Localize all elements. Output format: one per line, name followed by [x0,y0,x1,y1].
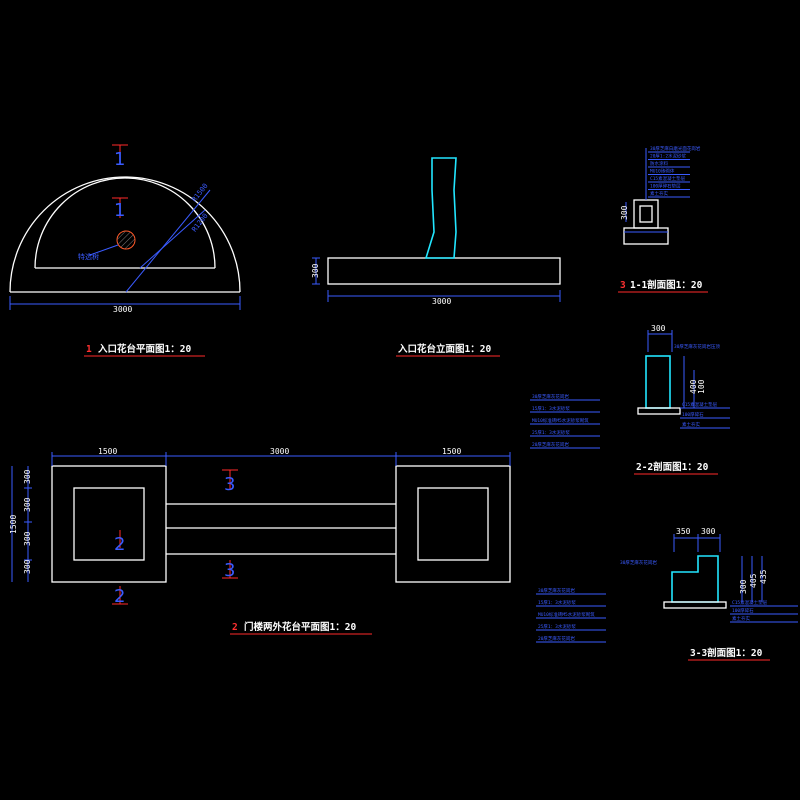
section-marker-1-mid: 1 [114,200,125,221]
section-marker-3-bottom: 3 [224,560,235,581]
section22-footing [637,407,681,415]
section22-left-note: MU10标准砖M5水泥砂浆砌筑 [532,417,589,424]
section33-drawing: 350 300 300 405 435 30厚芝麻灰花岗岩 30厚芝麻灰花岗岩 1… [536,527,798,661]
section11-dim-height: 300 [620,205,629,220]
section22-left-note: 30厚芝麻灰花岗岩 [532,393,569,400]
planter-left-inner [73,487,145,561]
plan1-dim-width: 3000 [113,305,132,314]
section-marker-1-top: 1 [114,149,125,170]
section11-note: 30厚芝麻白磨光面花岗岩 [650,145,701,152]
section22-dim-h2: 100 [697,379,706,394]
section22-top-note: 30厚芝麻灰花岗岩压顶 [674,343,720,350]
section22-right-note: 素土夯实 [682,421,700,428]
plan2-dim-right: 1500 [442,447,461,456]
plan2-dim-v4: 300 [23,559,32,574]
elevation-dim-height: 300 [311,263,320,278]
plan2-dim-v1: 300 [23,469,32,484]
planter-left-outer [51,465,167,583]
section33-footing [663,601,727,609]
planter-right-inner [417,487,489,561]
elevation-trunk [424,157,457,259]
section22-left-note: 15厚1：3水泥砂浆 [532,405,570,412]
section22-left-note: 20厚芝麻灰花岗岩 [532,441,569,448]
section22-dim-top: 300 [651,324,666,333]
section11-note: 防水涂料 [650,160,668,167]
planter-right-outer [395,465,511,583]
section33-dim-b: 300 [701,527,716,536]
section11-note: 100厚碎石垫层 [650,183,681,190]
plan1-outer-arc [9,176,241,293]
plan2-title-num: 2 [232,622,238,633]
section22-right-note: C15素混凝土垫层 [682,401,718,408]
tree-label: 特选树 [78,252,99,261]
section22-dim-h1: 400 [689,379,698,394]
elevation-drawing: 300 3000 入口花台立面图1：20 [311,157,561,357]
section-marker-2-mid: 2 [114,534,125,555]
plan2-dim-mid: 3000 [270,447,289,456]
elevation-title: 入口花台立面图1：20 [397,343,491,355]
section-marker-2-bottom: 2 [114,586,125,607]
section33-right-note: 素土夯实 [732,615,750,622]
plan1-inner-arc [34,177,216,269]
section11-note: 20厚1:2水泥砂浆 [650,153,687,160]
section33-left-note: 20厚芝麻灰花岗岩 [538,635,575,642]
section22-left-note: 25厚1：3水泥砂浆 [532,429,570,436]
section11-title: 1-1剖面图1：20 [630,279,703,291]
section33-left-note: MU10标准砖M5水泥砂浆砌筑 [538,611,595,618]
section-marker-3-top: 3 [224,474,235,495]
section22-title: 2-2剖面图1：20 [636,461,709,473]
section33-right-note: C15素混凝土垫层 [732,599,768,606]
elevation-dim-width: 3000 [432,297,451,306]
section33-dim-h2: 405 [749,573,758,588]
section33-right-note: 100厚碎石 [732,607,754,614]
plan2-drawing: 1500 3000 1500 1500 300 300 300 300 2 2 … [9,447,511,635]
plan1-title-num: 1 [86,344,92,355]
section33-left-note: 30厚芝麻灰花岗岩 [538,587,575,594]
plan2-dim-v3: 300 [23,531,32,546]
section11-note: C15素混凝土垫层 [650,175,686,182]
plan2-title: 门楼两外花台平面图1：20 [244,621,356,633]
section33-dim-a: 350 [676,527,691,536]
plan2-dim-total-v: 1500 [9,515,18,534]
plan2-dim-v2: 300 [23,497,32,512]
section22-drawing: 300 400 100 30厚芝麻灰花岗岩压顶 30厚芝麻灰花岗岩 15厚1：3水… [530,324,730,475]
section11-drawing: 30厚芝麻白磨光面花岗岩20厚1:2水泥砂浆防水涂料MU10砖砌体C15素混凝土… [618,145,708,293]
plan2-dim-left: 1500 [98,447,117,456]
section33-dim-h1: 300 [739,579,748,594]
section11-note: 素土夯实 [650,190,668,197]
tree-symbol [116,230,136,250]
section33-left-note: 15厚1：3水泥砂浆 [538,599,576,606]
section33-dim-h3: 435 [759,569,768,584]
section11-note: MU10砖砌体 [650,168,675,175]
section33-top-note: 30厚芝麻灰花岗岩 [620,559,657,566]
section33-left-note: 25厚1：3水泥砂浆 [538,623,576,630]
plan1-title: 入口花台平面图1：20 [97,343,191,355]
section22-right-note: 100厚碎石 [682,411,704,418]
section11-title-num: 3 [620,280,626,291]
section33-title: 3-3剖面图1：20 [690,647,763,659]
